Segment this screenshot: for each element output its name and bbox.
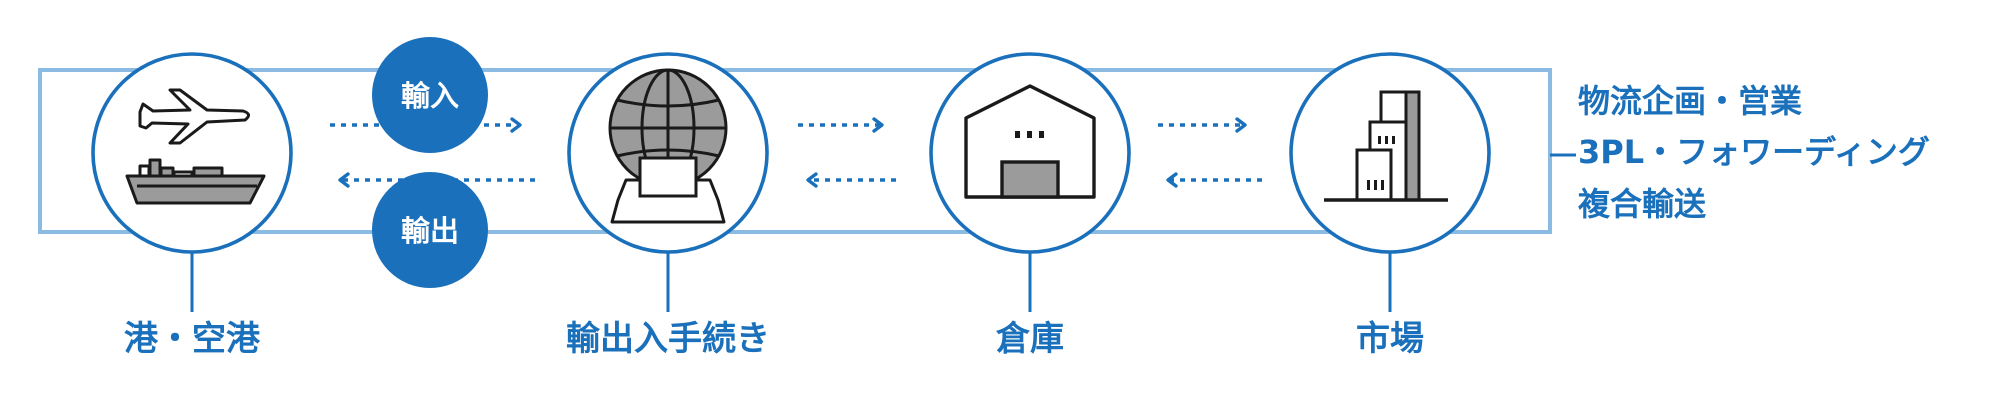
import-badge-label: 輸入 (401, 79, 459, 113)
export-badge: 輸出 (372, 172, 488, 288)
label-connectors (190, 252, 1392, 312)
station-label-market: 市場 (1356, 319, 1424, 359)
station-circle-port (91, 52, 293, 254)
station-label-customs: 輸出入手続き (566, 319, 770, 359)
warehouse-icon (964, 84, 1096, 199)
ship-icon (125, 158, 266, 205)
import-badge: 輸入 (372, 37, 488, 153)
station-label-warehouse: 倉庫 (996, 319, 1064, 359)
plane-icon (138, 88, 250, 145)
station-label-port: 港・空港 (124, 319, 260, 359)
service-multimodal-transport: 複合輸送 (1578, 185, 1707, 223)
flow-frame (38, 68, 1552, 234)
market-buildings-icon (1324, 90, 1448, 202)
service-3pl-forwarding: 3PL・フォワーディング (1578, 133, 1930, 171)
service-planning-sales: 物流企画・営業 (1578, 82, 1803, 120)
export-badge-label: 輸出 (401, 214, 459, 248)
plane-and-ship-icon (125, 88, 266, 205)
station-circles (91, 52, 1491, 254)
globe-customs-icon (608, 68, 728, 224)
